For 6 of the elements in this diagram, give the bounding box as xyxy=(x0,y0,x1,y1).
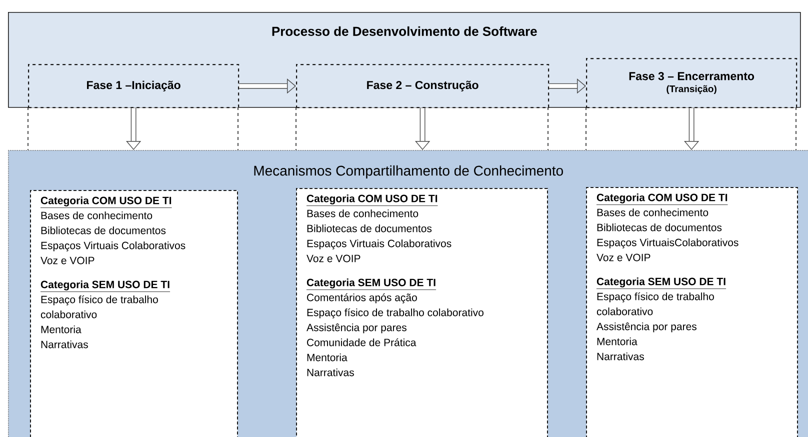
phase-box: Fase 1 –Iniciação xyxy=(28,64,240,108)
phase-box: Fase 2 – Construção xyxy=(296,64,550,108)
category-list-box: Categoria COM USO DE TI Bases de conhecimento Bibliotecas de documentos Espaços VirtuaisColaborativos Voz e VOIP Categoria SEM USO DE TI Espaço físico de trabalho colaborativo Assistência por pares Mentoria Narrativas xyxy=(586,187,798,437)
phase-box: Fase 3 – Encerramento (Transição) xyxy=(586,58,798,108)
category-list-box: Categoria COM USO DE TI Bases de conhecimento Bibliotecas de documentos Espaços Virtuais Colaborativos Voz e VOIP Categoria SEM USO DE TI Comentários após ação Espaço físico de trabalho colaborativo Assistência por pares Comunidade de Prática Mentoria Narrativas xyxy=(296,188,548,437)
category-list-box: Categoria COM USO DE TI Bases de conhecimento Bibliotecas de documentos Espaços Virtuais Colaborativos Voz e VOIP Categoria SEM USO DE TI Espaço físico de trabalho colaborativo Mentoria Narrativas xyxy=(30,190,238,437)
